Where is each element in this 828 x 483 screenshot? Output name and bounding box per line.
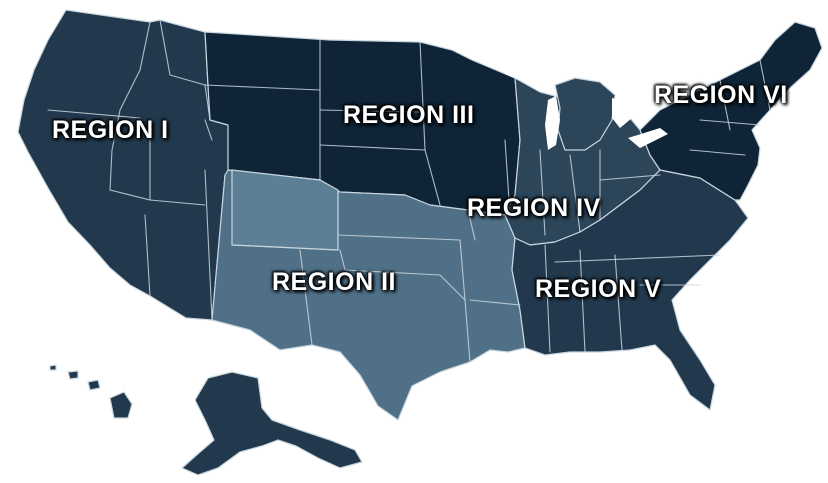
hawaii-island-4 [49, 364, 57, 371]
region-4-label: REGION IV [467, 194, 601, 222]
region-6-shape [639, 21, 823, 201]
alaska-shape [181, 371, 363, 476]
hawaii-island-3 [67, 370, 79, 380]
region-5-label: REGION V [535, 275, 662, 303]
region-3-label: REGION III [343, 101, 475, 129]
hawaii-island-big [109, 391, 133, 419]
lake-michigan [545, 96, 560, 150]
region-5-shape [511, 169, 749, 411]
region-6-label: REGION VI [654, 81, 788, 109]
region-2-colorado [231, 169, 339, 251]
hawaii-island-2 [87, 379, 101, 391]
region-1-label: REGION I [52, 116, 169, 144]
lake-superior [500, 62, 560, 84]
lake-huron [612, 98, 632, 128]
state-borders [47, 19, 771, 363]
lake-erie [628, 128, 668, 148]
region-1-shape [17, 9, 236, 321]
region-2-label: REGION II [272, 268, 396, 296]
